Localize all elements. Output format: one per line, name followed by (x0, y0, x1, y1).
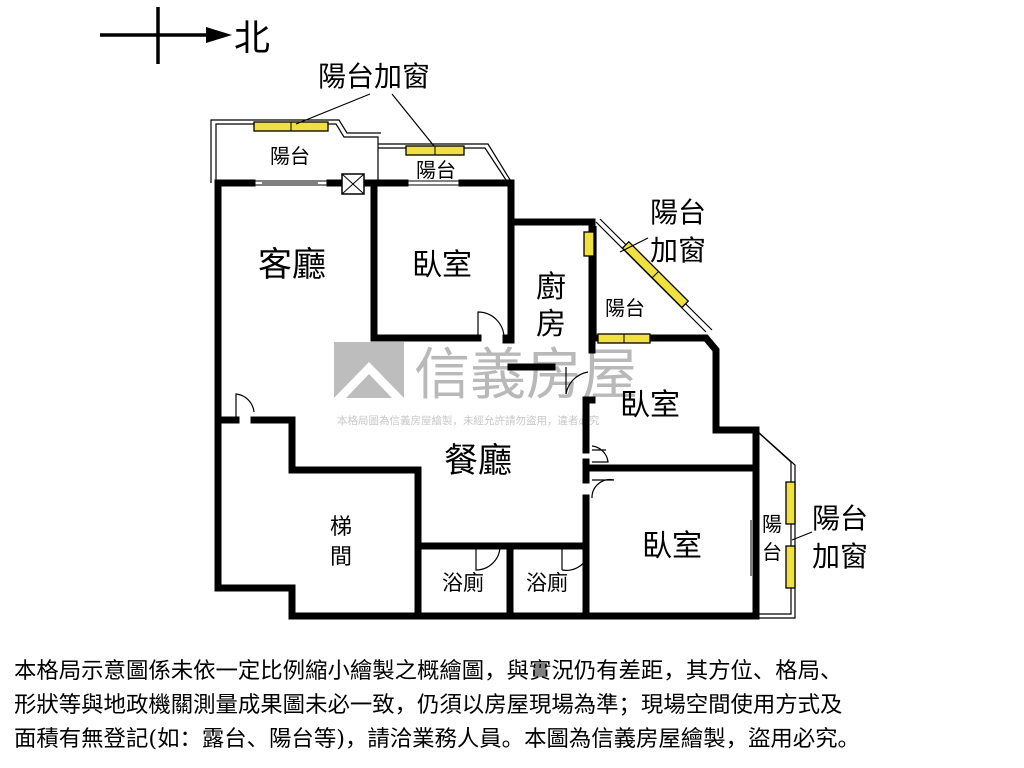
balcony-right-2: 台 (762, 540, 782, 564)
room-bathroom-left: 浴廁 (442, 571, 484, 595)
room-kitchen-2: 房 (536, 307, 566, 342)
callout-right-1: 陽台 (812, 502, 868, 535)
window (583, 231, 595, 257)
compass: 北 (100, 7, 270, 64)
brand-logo-icon (334, 342, 404, 398)
window (785, 481, 796, 525)
watermark-brand: 信義房屋 (414, 343, 638, 408)
compass-north-label: 北 (234, 18, 270, 59)
room-labels: 客廳 臥室 廚 房 臥室 餐廳 梯 間 浴廁 浴廁 臥室 (258, 245, 702, 595)
balcony-top-mid: 陽台 (416, 158, 456, 182)
room-bathroom-right: 浴廁 (526, 571, 568, 595)
callout-right-2: 加窗 (812, 540, 868, 573)
watermark: 信義房屋 本格局圖為信義房屋繪製，未經允許請勿盜用，違者必究 (334, 342, 638, 427)
room-bedroom-top: 臥室 (412, 248, 472, 283)
arrow-right-icon (206, 27, 232, 43)
room-bedroom-right: 臥室 (620, 388, 680, 423)
room-bedroom-bottom: 臥室 (642, 529, 702, 564)
room-dining: 餐廳 (444, 441, 512, 481)
callout-leaders (295, 93, 813, 541)
walls (214, 179, 760, 620)
room-living: 客廳 (258, 245, 326, 285)
disclaimer-line: 形狀等與地政機關測量成果圖未必一致，仍須以房屋現場為準；現場空間使用方式及 (14, 692, 843, 718)
window (785, 545, 796, 589)
disclaimer-line: 本格局示意圖係未依一定比例縮小繪製之概繪圖，與實況仍有差距，其方位、格局、 (14, 658, 843, 684)
partitions (252, 173, 756, 576)
balcony-top-left: 陽台 (270, 144, 310, 168)
watermark-notice: 本格局圖為信義房屋繪製，未經允許請勿盜用，違者必究 (337, 414, 600, 427)
balcony-right-1: 陽 (762, 512, 782, 536)
callout-diag-1: 陽台 (650, 196, 706, 229)
balcony-labels: 陽台 陽台 陽台 陽 台 (270, 144, 782, 564)
windows (253, 121, 796, 589)
room-stairwell-1: 梯 (330, 515, 352, 540)
disclaimer-line: 面積有無登記(如：露台、陽台等)，請洽業務人員。本圖為信義房屋繪製，盜用必究。 (14, 726, 860, 752)
room-stairwell-2: 間 (330, 545, 352, 570)
disclaimer: 本格局示意圖係未依一定比例縮小繪製之概繪圖，與實況仍有差距，其方位、格局、 形狀… (14, 654, 1010, 756)
doors (235, 311, 615, 571)
balcony-kitchen: 陽台 (605, 296, 645, 320)
callout-top: 陽台加窗 (318, 60, 430, 93)
callout-diag-2: 加窗 (650, 234, 706, 267)
callout-labels: 陽台加窗 陽台 加窗 陽台 加窗 (318, 60, 868, 573)
room-kitchen-1: 廚 (536, 270, 566, 305)
